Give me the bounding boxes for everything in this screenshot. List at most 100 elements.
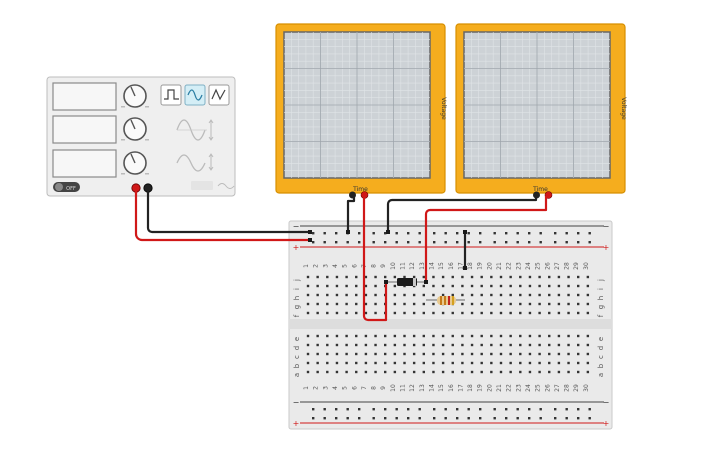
breadboard-hole[interactable] — [355, 370, 358, 374]
breadboard-hole[interactable] — [548, 361, 551, 365]
rail-hole[interactable] — [395, 241, 398, 244]
breadboard-hole[interactable] — [586, 334, 590, 338]
breadboard-hole[interactable] — [509, 343, 512, 347]
rail-hole[interactable] — [467, 417, 470, 420]
breadboard-hole[interactable] — [528, 284, 532, 288]
breadboard-hole[interactable] — [548, 311, 551, 315]
rail-hole[interactable] — [323, 241, 326, 244]
rail-hole[interactable] — [516, 232, 519, 235]
breadboard-hole[interactable] — [577, 361, 580, 365]
breadboard-hole[interactable] — [422, 334, 425, 338]
breadboard-hole[interactable] — [567, 352, 570, 356]
rail-hole[interactable] — [433, 232, 436, 235]
breadboard-hole[interactable] — [480, 361, 483, 365]
breadboard-hole[interactable] — [412, 352, 416, 356]
breadboard-hole[interactable] — [528, 293, 532, 297]
breadboard-hole[interactable] — [412, 370, 416, 374]
breadboard-hole[interactable] — [499, 311, 503, 315]
breadboard-hole[interactable] — [326, 302, 329, 306]
breadboard-hole[interactable] — [326, 275, 329, 279]
breadboard-hole[interactable] — [470, 302, 474, 306]
breadboard-hole[interactable] — [586, 361, 590, 365]
rail-hole[interactable] — [372, 408, 375, 411]
breadboard-hole[interactable] — [470, 311, 474, 315]
rail-hole[interactable] — [444, 241, 447, 244]
breadboard-hole[interactable] — [480, 370, 483, 374]
breadboard-hole[interactable] — [432, 361, 435, 365]
breadboard-hole[interactable] — [577, 343, 580, 347]
breadboard-hole[interactable] — [538, 311, 541, 315]
breadboard-hole[interactable] — [326, 370, 329, 374]
rail-hole[interactable] — [565, 241, 568, 244]
rail-hole[interactable] — [588, 232, 591, 235]
breadboard-hole[interactable] — [528, 334, 532, 338]
breadboard-hole[interactable] — [586, 293, 590, 297]
rail-hole[interactable] — [418, 408, 421, 411]
breadboard-hole[interactable] — [384, 352, 387, 356]
breadboard-hole[interactable] — [316, 343, 319, 347]
breadboard-hole[interactable] — [567, 343, 570, 347]
rail-hole[interactable] — [444, 417, 447, 420]
breadboard-hole[interactable] — [384, 334, 387, 338]
breadboard-hole[interactable] — [548, 275, 551, 279]
rail-hole[interactable] — [444, 232, 447, 235]
rail-hole[interactable] — [565, 417, 568, 420]
breadboard-hole[interactable] — [335, 311, 339, 315]
breadboard-hole[interactable] — [548, 343, 551, 347]
breadboard-hole[interactable] — [519, 352, 522, 356]
breadboard-hole[interactable] — [490, 311, 493, 315]
breadboard-hole[interactable] — [567, 370, 570, 374]
breadboard-hole[interactable] — [509, 361, 512, 365]
breadboard-hole[interactable] — [557, 311, 561, 315]
breadboard-hole[interactable] — [374, 352, 377, 356]
rail-hole[interactable] — [407, 241, 410, 244]
rail-hole[interactable] — [384, 232, 387, 235]
breadboard-hole[interactable] — [509, 302, 512, 306]
breadboard-hole[interactable] — [432, 370, 435, 374]
breadboard-hole[interactable] — [470, 275, 474, 279]
breadboard-hole[interactable] — [451, 352, 454, 356]
breadboard-hole[interactable] — [364, 284, 368, 288]
breadboard-hole[interactable] — [519, 275, 522, 279]
wire-scope2-ground[interactable] — [386, 196, 538, 232]
breadboard-hole[interactable] — [403, 293, 406, 297]
breadboard-hole[interactable] — [451, 361, 454, 365]
breadboard-hole[interactable] — [441, 352, 445, 356]
rail-hole[interactable] — [418, 232, 421, 235]
rail-hole[interactable] — [554, 241, 557, 244]
rail-hole[interactable] — [456, 408, 459, 411]
breadboard-hole[interactable] — [364, 343, 368, 347]
breadboard-hole[interactable] — [567, 361, 570, 365]
breadboard-hole[interactable] — [306, 275, 310, 279]
breadboard-hole[interactable] — [364, 311, 368, 315]
breadboard-hole[interactable] — [586, 343, 590, 347]
breadboard-hole[interactable] — [441, 370, 445, 374]
breadboard-hole[interactable] — [538, 302, 541, 306]
wire-fg-positive-to-rail[interactable] — [134, 188, 310, 242]
breadboard-hole[interactable] — [499, 302, 503, 306]
breadboard-hole[interactable] — [403, 334, 406, 338]
breadboard-hole[interactable] — [384, 275, 387, 279]
rail-hole[interactable] — [505, 241, 508, 244]
breadboard-hole[interactable] — [393, 334, 397, 338]
rail-hole[interactable] — [358, 241, 361, 244]
rail-hole[interactable] — [372, 417, 375, 420]
breadboard-hole[interactable] — [470, 370, 474, 374]
breadboard-hole[interactable] — [374, 334, 377, 338]
function-generator[interactable]: OFF — [46, 76, 236, 197]
breadboard-hole[interactable] — [345, 343, 348, 347]
breadboard-hole[interactable] — [538, 370, 541, 374]
rail-hole[interactable] — [372, 241, 375, 244]
rail-hole[interactable] — [505, 408, 508, 411]
breadboard-hole[interactable] — [374, 275, 377, 279]
breadboard-hole[interactable] — [306, 293, 310, 297]
breadboard-hole[interactable] — [509, 275, 512, 279]
breadboard-hole[interactable] — [577, 293, 580, 297]
breadboard-hole[interactable] — [557, 361, 561, 365]
breadboard-hole[interactable] — [461, 284, 464, 288]
breadboard-hole[interactable] — [441, 275, 445, 279]
breadboard-hole[interactable] — [326, 361, 329, 365]
breadboard-hole[interactable] — [567, 311, 570, 315]
breadboard-hole[interactable] — [393, 311, 397, 315]
rail-hole[interactable] — [554, 417, 557, 420]
